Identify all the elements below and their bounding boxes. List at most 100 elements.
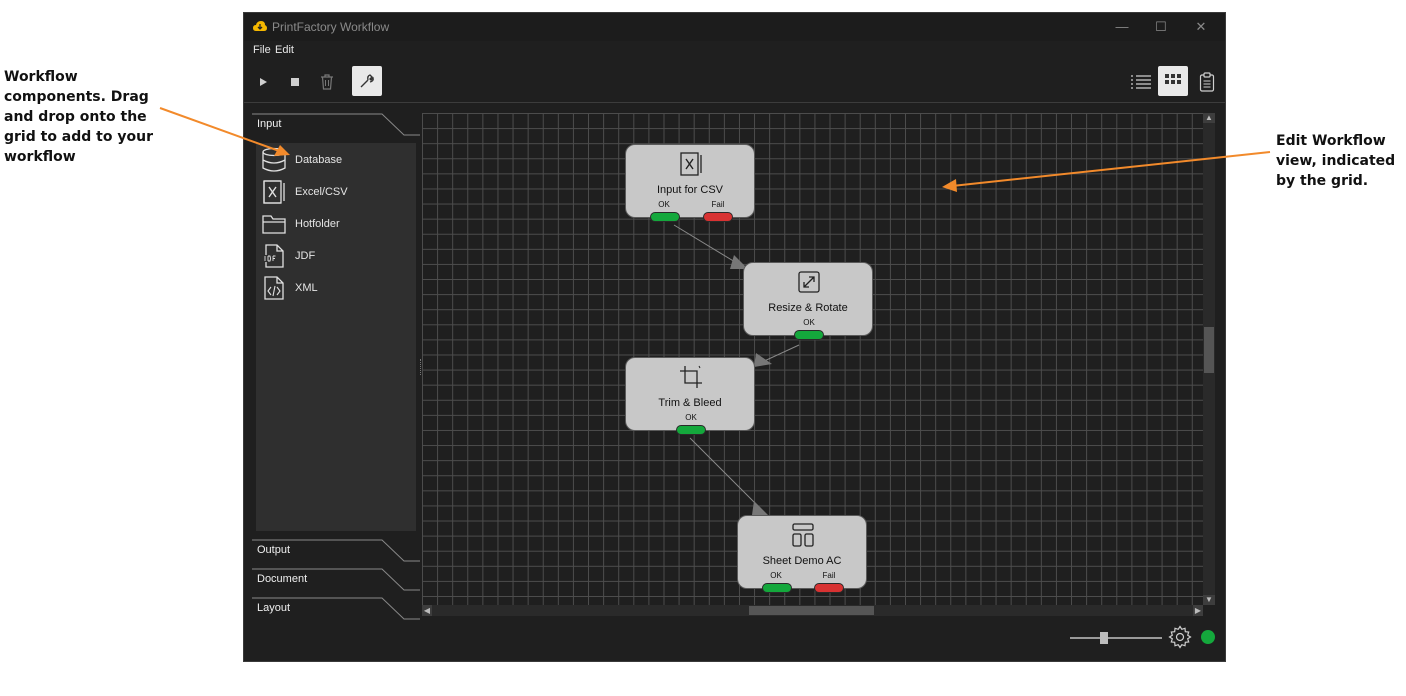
- trash-icon: [321, 74, 333, 90]
- annotation-components: Workflow components. Drag and drop onto …: [4, 69, 153, 165]
- stop-button[interactable]: [280, 67, 310, 97]
- tab-input-label: Input: [257, 118, 282, 130]
- node-title: Resize & Rotate: [768, 302, 848, 314]
- node-title: Trim & Bleed: [658, 397, 722, 409]
- connector-input-to-resize: [673, 224, 741, 266]
- excel-icon: [263, 180, 285, 204]
- panel-splitter[interactable]: [420, 359, 423, 375]
- tab-outline: [252, 597, 420, 620]
- port-fail-label: Fail: [822, 571, 836, 580]
- minimize-button[interactable]: —: [1115, 19, 1129, 34]
- menu-bar: File Edit: [244, 41, 1225, 61]
- component-hotfolder[interactable]: Hotfolder: [260, 209, 410, 237]
- delete-button[interactable]: [312, 67, 342, 97]
- tab-outline: [252, 539, 420, 562]
- stop-icon: [291, 78, 299, 86]
- component-label: JDF: [295, 250, 316, 262]
- component-label: XML: [295, 282, 318, 294]
- component-jdf[interactable]: JDF: [260, 241, 410, 269]
- connector-layer: [673, 224, 800, 515]
- tab-layout-label: Layout: [257, 602, 291, 614]
- vertical-scrollbar[interactable]: ▲ ▼: [1203, 113, 1215, 605]
- menu-file[interactable]: File: [253, 44, 271, 56]
- maximize-button[interactable]: ☐: [1155, 19, 1167, 34]
- connector-arrowhead: [730, 255, 748, 269]
- tab-outline: [252, 568, 420, 591]
- jdf-file-icon: [263, 244, 284, 268]
- tab-document-label: Document: [257, 573, 308, 585]
- vertical-scroll-thumb[interactable]: [1204, 327, 1214, 373]
- port-fail[interactable]: [703, 212, 733, 222]
- play-icon: [260, 78, 267, 86]
- port-ok[interactable]: [794, 330, 824, 340]
- node-title: Input for CSV: [656, 184, 724, 196]
- scroll-left-arrow[interactable]: ◀: [422, 605, 432, 616]
- horizontal-scroll-thumb[interactable]: [749, 606, 874, 615]
- crop-icon: [680, 365, 702, 388]
- list-view-button[interactable]: [1126, 67, 1156, 97]
- port-ok[interactable]: [676, 425, 706, 435]
- component-label: Database: [295, 154, 343, 166]
- port-fail-label: Fail: [711, 200, 725, 209]
- component-excel-csv[interactable]: Excel/CSV: [260, 177, 410, 205]
- grid-view-icon: [1165, 74, 1181, 84]
- workflow-canvas[interactable]: Input for CSV OK Fail Resize & Rotate OK…: [422, 113, 1203, 605]
- port-ok-label: OK: [658, 200, 670, 209]
- menu-edit[interactable]: Edit: [275, 44, 294, 56]
- layout-icon: [792, 523, 814, 547]
- tab-layout[interactable]: Layout: [252, 597, 420, 623]
- port-ok[interactable]: [650, 212, 680, 222]
- component-xml[interactable]: XML: [260, 273, 410, 301]
- tab-output[interactable]: Output: [252, 539, 420, 565]
- database-icon: [262, 147, 286, 172]
- resize-icon: [798, 271, 820, 293]
- connector-arrowhead: [754, 353, 772, 367]
- port-ok-label: OK: [770, 571, 782, 580]
- clipboard-icon: [1199, 72, 1215, 92]
- component-label: Hotfolder: [295, 218, 340, 230]
- scroll-down-arrow[interactable]: ▼: [1203, 595, 1215, 605]
- node-trim-bleed[interactable]: Trim & Bleed OK: [625, 357, 755, 435]
- scroll-right-arrow[interactable]: ▶: [1193, 605, 1203, 616]
- connector-arrowhead: [752, 501, 768, 515]
- component-panel: Input Database Excel/CSV: [244, 113, 420, 625]
- horizontal-scrollbar[interactable]: ◀ ▶: [422, 605, 1203, 616]
- title-bar: PrintFactory Workflow — ☐ ✕: [244, 13, 1225, 41]
- connector-trim-to-sheet: [689, 437, 761, 509]
- toolbar: [244, 61, 1225, 103]
- connector-resize-to-trim: [759, 344, 800, 364]
- clipboard-button[interactable]: [1192, 67, 1222, 97]
- node-sheet-demo-ac[interactable]: Sheet Demo AC OK Fail: [737, 515, 867, 593]
- status-indicator: [1201, 630, 1215, 644]
- edit-workflow-button[interactable]: [352, 66, 382, 96]
- close-button[interactable]: ✕: [1195, 19, 1207, 34]
- grid-view-button[interactable]: [1158, 66, 1188, 96]
- gear-icon[interactable]: [1168, 625, 1192, 649]
- port-ok[interactable]: [762, 583, 792, 593]
- node-title: Sheet Demo AC: [762, 555, 842, 567]
- zoom-slider-track[interactable]: [1070, 637, 1162, 639]
- component-database[interactable]: Database: [260, 145, 410, 173]
- tab-outline: [252, 113, 420, 136]
- port-ok-label: OK: [685, 413, 697, 422]
- annotation-edit-view: Edit Workflow view, indicated by the gri…: [1276, 133, 1396, 189]
- excel-icon: [680, 152, 702, 176]
- wrench-icon: [360, 74, 374, 88]
- input-components-list: Database Excel/CSV Hotfolder: [256, 143, 416, 531]
- tab-output-label: Output: [257, 544, 291, 556]
- folder-icon: [262, 215, 286, 234]
- list-view-icon: [1131, 75, 1151, 89]
- port-fail[interactable]: [814, 583, 844, 593]
- zoom-slider-thumb[interactable]: [1100, 632, 1108, 644]
- node-resize-rotate[interactable]: Resize & Rotate OK: [743, 262, 873, 340]
- app-logo-icon: [253, 21, 267, 31]
- scroll-up-arrow[interactable]: ▲: [1203, 113, 1215, 123]
- app-window: PrintFactory Workflow — ☐ ✕ File Edit: [243, 12, 1226, 662]
- xml-file-icon: [264, 276, 284, 300]
- node-input-for-csv[interactable]: Input for CSV OK Fail: [625, 144, 755, 222]
- tab-document[interactable]: Document: [252, 568, 420, 594]
- play-button[interactable]: [248, 67, 278, 97]
- tab-input[interactable]: Input: [252, 113, 420, 139]
- port-ok-label: OK: [803, 318, 815, 327]
- window-title: PrintFactory Workflow: [272, 20, 390, 34]
